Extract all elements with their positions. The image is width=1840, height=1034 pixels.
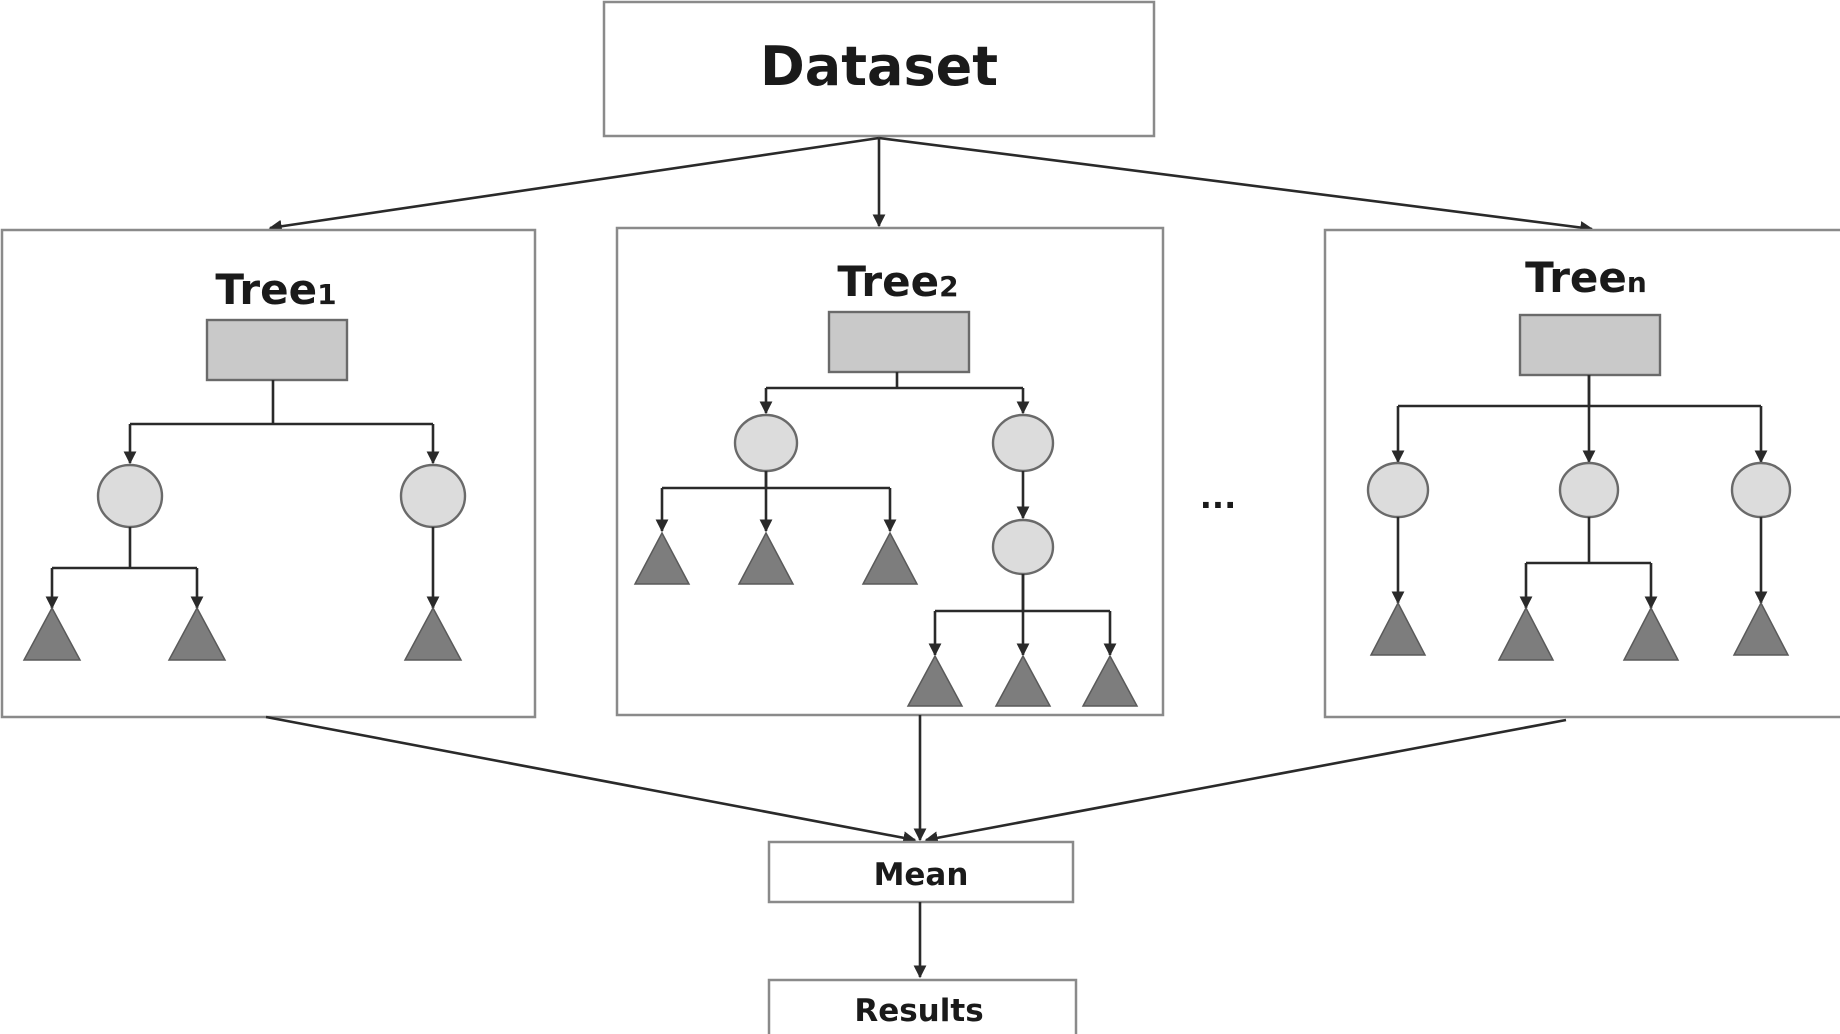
tree-n-leaf-node — [1497, 606, 1555, 661]
tree-n-split-node — [1366, 461, 1430, 519]
tree-n-leaf-node — [1622, 606, 1680, 661]
tree-n-subscript: n — [1627, 266, 1647, 299]
tree-2-title: Tree2 — [837, 257, 958, 306]
tree-1-leaf-node — [167, 606, 227, 661]
tree-n-split-branch — [1526, 517, 1651, 565]
tree-n-split-node — [1558, 461, 1620, 519]
connector-tree1-mean — [265, 715, 917, 845]
tree-2-leaf-node — [1081, 654, 1139, 707]
tree-2-leaf-node — [737, 531, 795, 585]
tree-n-leaf-node — [1369, 601, 1427, 656]
results-node: Results — [767, 978, 1078, 1034]
results-label: Results — [854, 993, 983, 1029]
tree-n-title: Treen — [1525, 253, 1647, 302]
aggregation-connectors — [265, 715, 1567, 845]
tree-1-leaf-node — [22, 606, 82, 661]
tree-n-name: Tree — [1525, 253, 1627, 302]
tree-2-box — [615, 226, 1165, 717]
tree-n-split-node — [1730, 461, 1792, 519]
dataset-connectors — [268, 136, 1594, 234]
tree-1-name: Tree — [215, 265, 317, 314]
tree-2-root-branch — [766, 372, 1023, 390]
connector-dataset-treen — [878, 136, 1594, 234]
tree-1-title: Tree1 — [215, 265, 336, 314]
mean-node: Mean — [767, 840, 1075, 904]
tree-2-root-node — [827, 310, 971, 374]
tree-2-panel: Tree2 — [615, 226, 1165, 717]
tree-1-leaf-node — [403, 606, 463, 661]
tree-1-split-node — [399, 463, 467, 529]
mean-box — [767, 840, 1075, 904]
dataset-label: Dataset — [760, 35, 998, 98]
tree-1-root-node — [205, 318, 349, 382]
dataset-node: Dataset — [602, 0, 1156, 138]
connector-dataset-tree1 — [268, 136, 880, 233]
tree-2-name: Tree — [837, 257, 939, 306]
tree-2-leaf-node — [994, 654, 1052, 707]
tree-2-split-node — [733, 413, 799, 473]
tree-n-leaf-node — [1732, 601, 1790, 656]
tree-2-split-node — [991, 413, 1055, 473]
tree-n-panel: Treen — [1323, 228, 1840, 719]
tree-1-subscript: 1 — [317, 278, 336, 311]
tree-1-root-branch — [130, 380, 433, 426]
tree-2-split-node — [991, 518, 1055, 576]
connector-treen-mean — [924, 718, 1567, 845]
tree-2-subscript: 2 — [939, 270, 958, 303]
ellipsis: ... — [1200, 478, 1236, 516]
tree-2-leaf-node — [906, 654, 964, 707]
tree-1-split-node — [96, 463, 164, 529]
tree-2-leaf-node — [861, 531, 919, 585]
mean-label: Mean — [874, 857, 969, 893]
tree-2-leaf-node — [633, 531, 691, 585]
tree-1-split-branch — [52, 527, 197, 570]
tree-1-panel: Tree1 — [0, 228, 537, 719]
results-box — [767, 978, 1078, 1034]
dataset-box — [602, 0, 1156, 138]
tree-n-root-node — [1518, 313, 1662, 377]
